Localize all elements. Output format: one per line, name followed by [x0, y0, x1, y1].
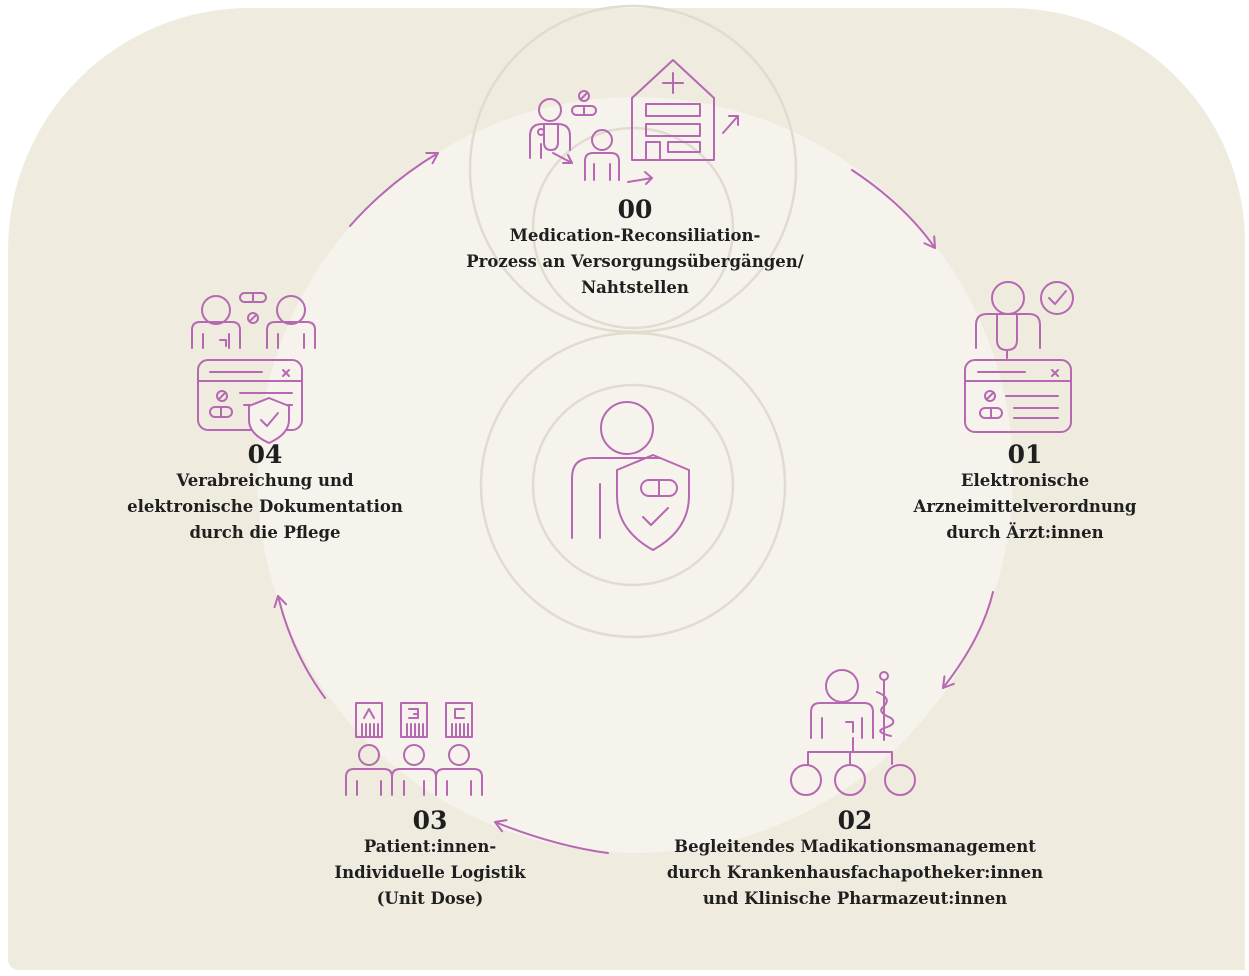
step-label-line: Verabreichung und — [176, 471, 354, 490]
unit-dose-logistics-icon — [345, 702, 483, 796]
step-label-line: durch Ärzt:innen — [946, 523, 1104, 542]
protected-patient-icon — [571, 401, 690, 551]
care-transition-icon — [529, 59, 739, 185]
arrow-01-to-02 — [942, 591, 994, 689]
step-01: 01 Elektronische Arzneimittelverordnung … — [855, 442, 1195, 546]
nursing-documentation-icon — [191, 292, 316, 444]
step-label-line: Begleitendes Madikationsmanagement — [674, 837, 1036, 856]
step-label-line: Elektronische — [960, 471, 1090, 490]
step-label-line: Individuelle Logistik — [334, 863, 526, 882]
step-03: 03 Patient:innen- Individuelle Logistik … — [270, 808, 590, 912]
step-00: 00 Medication-Reconsiliation- Prozess an… — [400, 197, 870, 301]
arrow-02-to-03 — [494, 819, 609, 854]
step-label-line: Medication-Reconsiliation- — [509, 226, 761, 245]
step-number: 04 — [247, 440, 283, 469]
arrow-03-to-04 — [273, 595, 326, 699]
arrow-04-to-00 — [349, 152, 439, 227]
step-number: 00 — [617, 195, 653, 224]
step-number: 03 — [412, 806, 448, 835]
arrow-00-to-01 — [851, 169, 936, 249]
step-label-line: Arzneimittelverordnung — [913, 497, 1137, 516]
step-label-line: Nahtstellen — [581, 278, 689, 297]
step-number: 01 — [1007, 440, 1043, 469]
step-02: 02 Begleitendes Madikationsmanagement du… — [595, 808, 1115, 912]
step-label-line: elektronische Dokumentation — [127, 497, 403, 516]
electronic-prescription-icon — [964, 281, 1074, 433]
cycle-arrows — [273, 152, 994, 854]
pharmacist-network-icon — [790, 669, 916, 796]
step-label-line: durch Krankenhausfachapotheker:innen — [666, 863, 1044, 882]
step-label-line: und Klinische Pharmazeut:innen — [702, 889, 1008, 908]
step-04: 04 Verabreichung und elektronische Dokum… — [90, 442, 440, 546]
step-label-line: durch die Pflege — [189, 523, 341, 542]
step-label-line: (Unit Dose) — [376, 889, 484, 908]
step-label-line: Prozess an Versorgungsübergängen/ — [466, 252, 804, 271]
step-label-line: Patient:innen- — [363, 837, 497, 856]
inner-cycle-circle — [257, 97, 1013, 853]
step-number: 02 — [837, 806, 873, 835]
